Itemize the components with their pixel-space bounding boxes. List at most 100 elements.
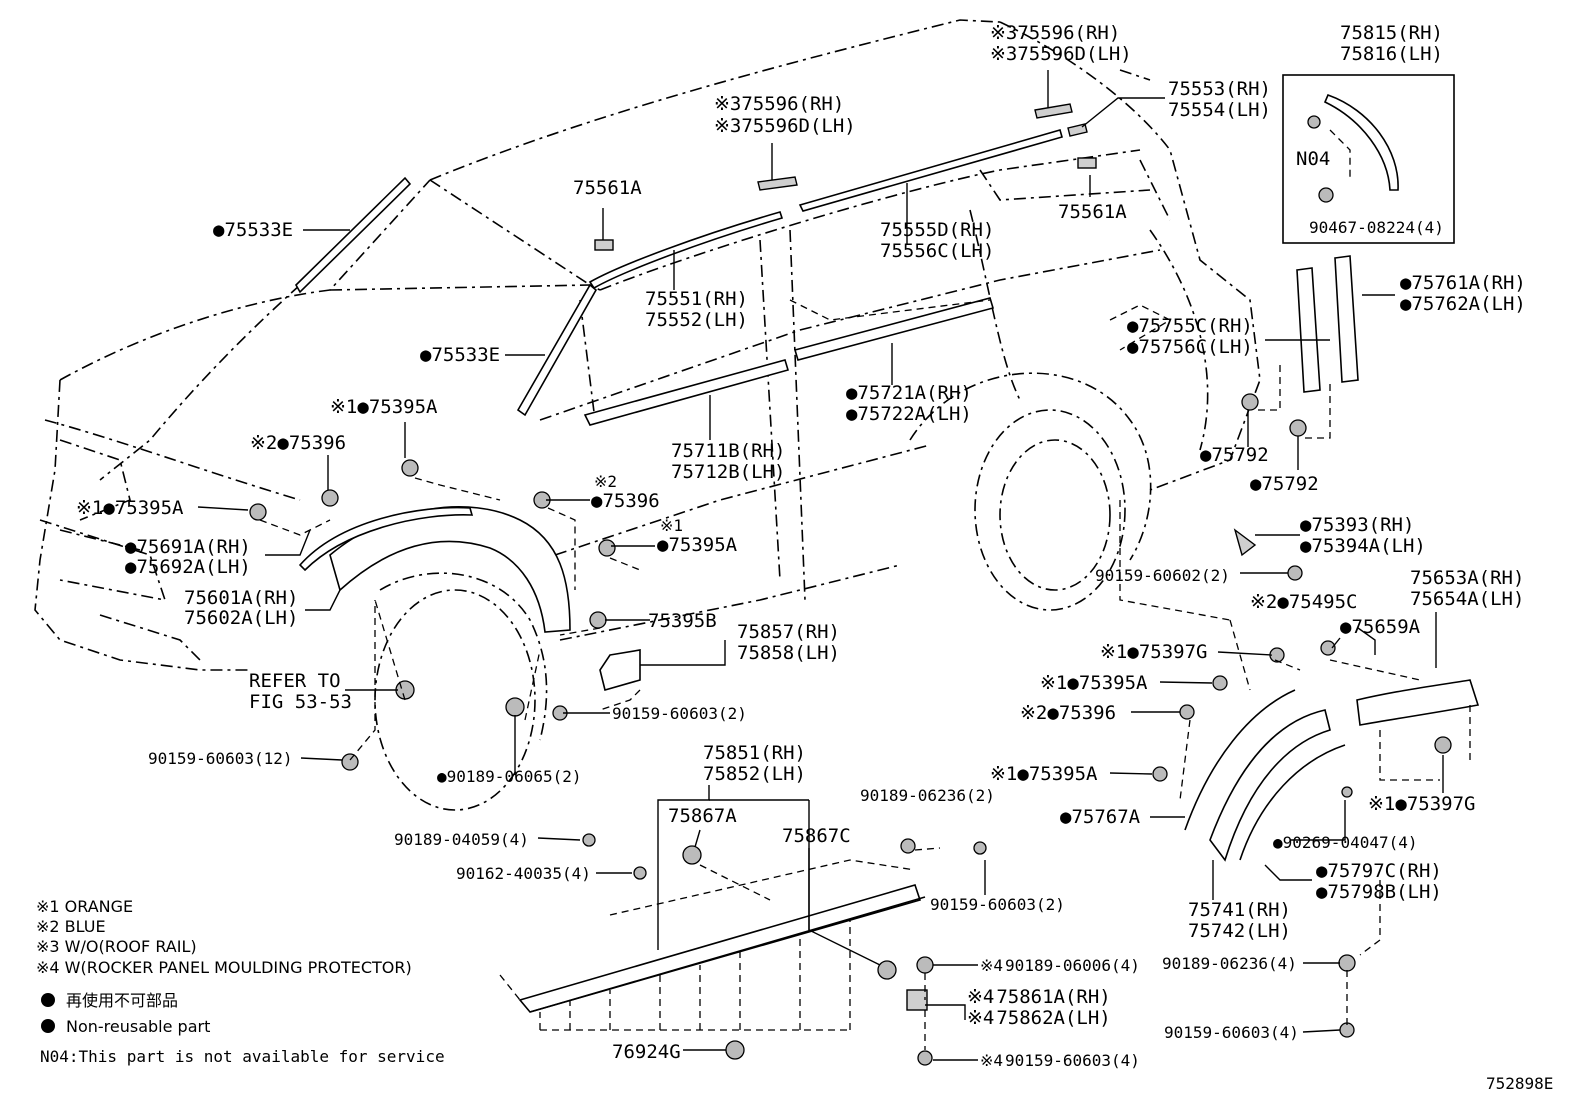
nonreusable-dot: ● <box>1127 641 1139 663</box>
vehicle-body-outline <box>34 19 1261 811</box>
clip-76924g <box>725 1040 745 1060</box>
nonreusable-dot: ● <box>1340 616 1352 638</box>
label-75653a: 75653A(RH) <box>1410 567 1524 589</box>
screw-90162 <box>633 866 647 880</box>
legend-note-2: ※2 BLUE <box>36 917 106 936</box>
clip-75561a-rear <box>1077 157 1097 169</box>
label-76924g: 76924G <box>612 1041 681 1063</box>
label-refer-to: REFER TO <box>249 670 341 692</box>
nonreusable-dot: ● <box>103 497 115 519</box>
nonreusable-dot: ● <box>1017 763 1029 785</box>
quarter-moulding-a <box>1296 267 1321 393</box>
label-75741: 75741(RH) <box>1188 899 1291 921</box>
part-labels: ※375596(RH) ※375596D(LH) 75815(RH) 75816… <box>76 22 1553 1093</box>
rear-door-belt-moulding <box>793 297 995 361</box>
clip-75395a-3 <box>598 539 616 557</box>
note-mark: ※1 <box>76 497 103 519</box>
legend-n04: N04:This part is not available for servi… <box>40 1047 445 1066</box>
label-75755c: ●75755C(RH) <box>1127 315 1253 337</box>
nonreusable-dot: ● <box>1250 473 1262 495</box>
label-75756c: ●75756C(LH) <box>1127 336 1253 358</box>
nonreusable-dot: ● <box>277 432 289 454</box>
nonreusable-dot: ● <box>1060 806 1072 828</box>
note-mark: ※4 <box>980 1051 1003 1070</box>
nonreusable-dot: ● <box>657 534 669 556</box>
nonreusable-dot: ● <box>125 536 137 558</box>
clip-75396-3 <box>1179 704 1195 720</box>
fasteners <box>249 115 1452 1066</box>
label-75397g-2: ※1●75397G <box>1368 793 1475 815</box>
label-90189-06236-b: 90189-06236(4) <box>1162 954 1297 973</box>
label-75395a-3: ●75395A <box>657 534 738 556</box>
label-75867a: 75867A <box>668 805 737 827</box>
nonreusable-dot: ● <box>846 403 858 425</box>
label-75395a-1: ※1●75395A <box>330 396 438 418</box>
label-90159-60603-a: 90159-60603(2) <box>612 704 747 723</box>
clip-75395a-5 <box>1152 766 1168 782</box>
clip-90189-06065 <box>505 697 525 717</box>
nonreusable-dot: ● <box>1316 881 1328 903</box>
mudguard-75857 <box>599 649 641 691</box>
front-fender-moulding <box>298 506 474 572</box>
roof-drip-moulding-rear <box>798 129 1063 212</box>
note-mark: ※1 <box>1368 793 1395 815</box>
bolt-90159-60603-4b <box>1339 1022 1355 1038</box>
clip-75395b <box>589 611 607 629</box>
clip-90189-06006 <box>916 956 934 974</box>
clip-75867c <box>877 960 897 980</box>
dashed-alignment <box>259 129 1471 1050</box>
nonreusable-dot: ● <box>420 344 432 366</box>
nonreusable-dot: ● <box>357 396 369 418</box>
label-75396-2: ●75396 <box>591 490 660 512</box>
label-75858: 75858(LH) <box>737 642 840 664</box>
clip-75397g-2 <box>1434 736 1452 754</box>
legend-nonreusable-en: Non-reusable part <box>66 1017 210 1036</box>
legend-note-3: ※3 W/O(ROOF RAIL) <box>36 937 197 956</box>
clip-90189-06236-2 <box>900 838 916 854</box>
windshield-moulding-side <box>516 283 598 417</box>
nonreusable-dot: ● <box>1300 514 1312 536</box>
clip-75495c <box>1320 640 1336 656</box>
label-90159-60603-b: 90159-60603(12) <box>148 749 293 768</box>
front-door-belt-moulding <box>583 359 790 426</box>
label-75495c: ※2●75495C <box>1250 591 1357 613</box>
label-75533e-upper: ●75533E <box>213 219 293 241</box>
screw-90467 <box>1318 187 1334 203</box>
legend-note-1: ※1 ORANGE <box>36 897 133 916</box>
cover-75596-rear <box>1034 103 1073 119</box>
quarter-moulding-b <box>1334 255 1359 383</box>
clip-75397g-1 <box>1269 647 1285 663</box>
nonreusable-dot: ● <box>1273 833 1283 852</box>
label-75798b: ●75798B(LH) <box>1316 881 1442 903</box>
label-75397g-1: ※1●75397G <box>1100 641 1207 663</box>
diagram-number: 752898E <box>1486 1074 1553 1093</box>
label-75395b: 75395B <box>648 610 717 632</box>
note-mark: ※2 <box>250 432 277 454</box>
note-mark-75396-2: ※2 <box>594 472 617 491</box>
label-75561a-front: 75561A <box>573 177 642 199</box>
nonreusable-dot: ● <box>1400 293 1412 315</box>
nonreusable-dot: ● <box>1047 702 1059 724</box>
moulding-parts <box>294 93 1480 1013</box>
label-75596d-mid: ※375596D(LH) <box>714 115 856 137</box>
nonreusable-dot: ● <box>437 767 447 786</box>
label-75797c: ●75797C(RH) <box>1316 860 1442 882</box>
label-75601a: 75601A(RH) <box>184 587 298 609</box>
nonreusable-dot: ● <box>1127 315 1139 337</box>
legend: ※1 ORANGE ※2 BLUE ※3 W/O(ROOF RAIL) ※4 W… <box>36 897 445 1066</box>
label-75396-3: ※2●75396 <box>1020 702 1116 724</box>
label-75816: 75816(LH) <box>1340 43 1443 65</box>
label-75602a: 75602A(LH) <box>184 607 298 629</box>
label-75396-1: ※2●75396 <box>250 432 346 454</box>
note-mark: ※1 <box>330 396 357 418</box>
protector-75861a <box>906 989 928 1011</box>
nonreusable-dot: ● <box>1400 272 1412 294</box>
label-75711b: 75711B(RH) <box>671 440 785 462</box>
note-mark: ※4 <box>967 986 994 1008</box>
nonreusable-dot: ● <box>125 556 137 578</box>
rear-fender-flare <box>1209 709 1331 862</box>
label-90189-06065: ●90189-06065(2) <box>437 767 582 786</box>
label-90467: 90467-08224(4) <box>1309 218 1444 237</box>
